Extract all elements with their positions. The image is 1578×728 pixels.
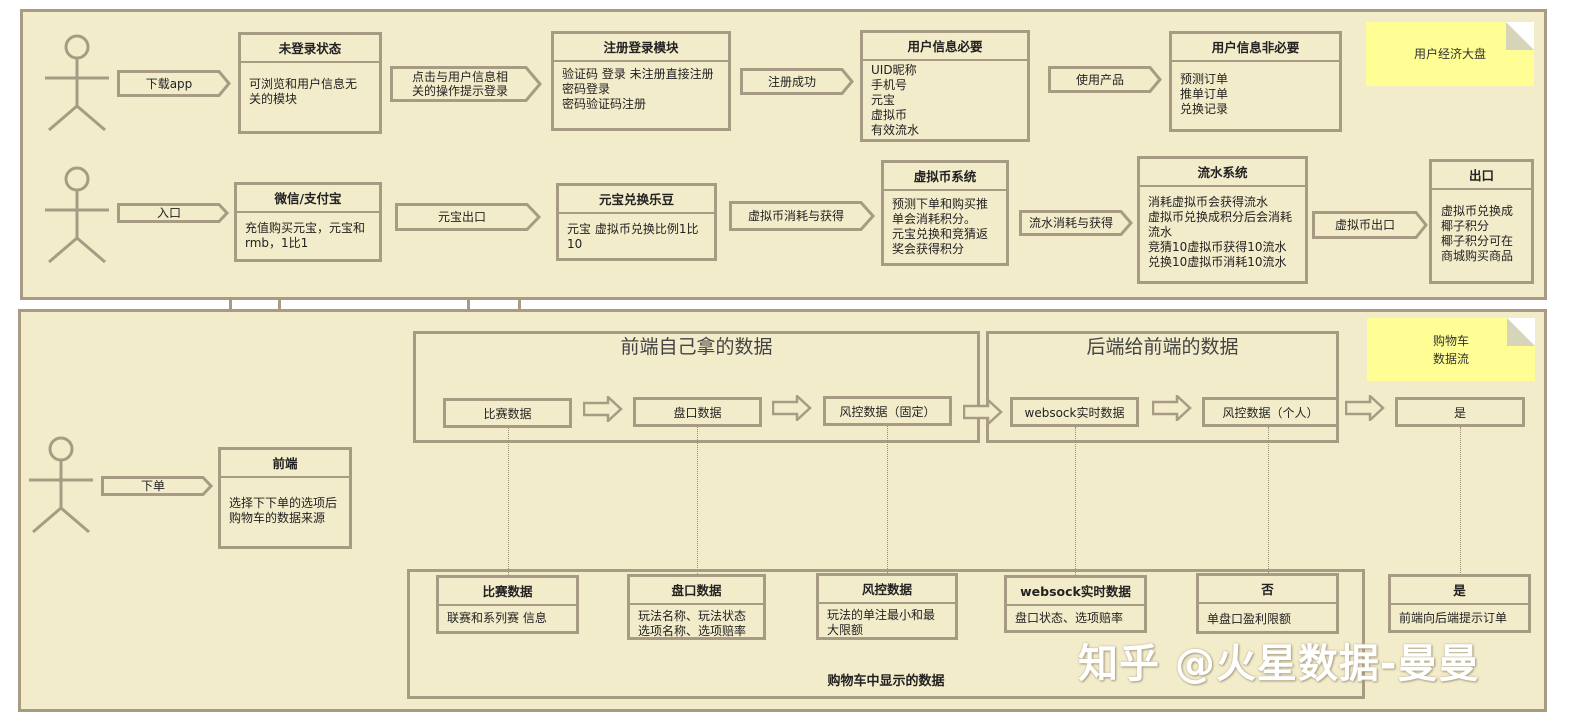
dotted-connector bbox=[1268, 427, 1269, 575]
note-cart-dataflow: 购物车 数据流 bbox=[1367, 318, 1535, 381]
box-exit: 出口 虚拟币兑换成 椰子积分 椰子积分可在 商城购买商品 bbox=[1429, 159, 1534, 284]
arrow-flow-consume: 流水消耗与获得 bbox=[1019, 210, 1133, 236]
cart-box-market-data: 盘口数据 玩法名称、玩法状态 选项名称、选项赔率 bbox=[627, 574, 766, 640]
dotted-connector bbox=[697, 427, 698, 574]
box-title: 未登录状态 bbox=[241, 35, 379, 63]
arrow-click-login-prompt: 点击与用户信息相 关的操作提示登录 bbox=[390, 66, 542, 102]
dotted-connector bbox=[1075, 427, 1076, 575]
cart-box-match-data: 比赛数据 联赛和系列赛 信息 bbox=[436, 575, 579, 634]
box-virtual-currency-system: 虚拟币系统 预测下单和购买推 单会消耗积分。 元宝兑换和竞猜返 奖会获得积分 bbox=[881, 160, 1009, 266]
arrow-entry: 入口 bbox=[117, 203, 230, 223]
box-wechat-alipay: 微信/支付宝 充值购买元宝，元宝和 rmb，1比1 bbox=[234, 182, 382, 262]
hollow-arrow-icon bbox=[1152, 395, 1192, 421]
panel-connector bbox=[229, 299, 281, 311]
arrow-use-product: 使用产品 bbox=[1048, 66, 1162, 93]
hollow-arrow-icon bbox=[1345, 395, 1385, 421]
cart-box-no: 否 单盘口盈利限额 bbox=[1196, 573, 1339, 634]
cart-group-title: 购物车中显示的数据 bbox=[827, 674, 945, 689]
arrow-virtual-consume: 虚拟币消耗与获得 bbox=[729, 201, 876, 231]
note-user-economy: 用户经济大盘 bbox=[1366, 22, 1534, 86]
box-yuanbao-exchange: 元宝兑换乐豆 元宝 虚拟币兑换比例1比 10 bbox=[556, 183, 717, 261]
box-frontend: 前端 选择下下单的选项后 购物车的数据来源 bbox=[218, 447, 352, 549]
box-user-info-optional: 用户信息非必要 预测订单 推单订单 兑换记录 bbox=[1169, 31, 1342, 132]
watermark: 知乎 @火星数据-曼曼 bbox=[1078, 641, 1480, 687]
arrow-place-order: 下单 bbox=[101, 476, 214, 496]
cart-dataflow-panel bbox=[18, 309, 1547, 712]
actor-icon bbox=[29, 436, 93, 534]
box-user-info-required: 用户信息必要 UID昵称 手机号 元宝 虚拟币 有效流水 bbox=[860, 30, 1030, 142]
flow-market-data: 盘口数据 bbox=[633, 397, 762, 427]
arrow-register-success: 注册成功 bbox=[740, 68, 854, 95]
note-fold-icon bbox=[1506, 22, 1534, 50]
flow-websock: websock实时数据 bbox=[1010, 397, 1139, 427]
group-frontend-own-data: 前端自己拿的数据 bbox=[413, 331, 980, 443]
hollow-arrow-icon bbox=[583, 396, 623, 422]
cart-box-websock: websock实时数据 盘口状态、选项赔率 bbox=[1004, 575, 1147, 633]
flow-risk-fixed: 风控数据（固定） bbox=[823, 396, 952, 426]
flow-risk-personal: 风控数据（个人） bbox=[1202, 397, 1339, 427]
group-backend-data: 后端给前端的数据 bbox=[986, 331, 1339, 443]
cart-box-risk-data: 风控数据 玩法的单注最小和最 大限额 bbox=[816, 573, 958, 640]
flow-yes: 是 bbox=[1395, 397, 1525, 427]
group-cart-displayed-data bbox=[407, 569, 1365, 699]
hollow-arrow-icon bbox=[772, 395, 812, 421]
panel-connector bbox=[467, 299, 521, 311]
box-register-login: 注册登录模块 验证码 登录 未注册直接注册 密码登录 密码验证码注册 bbox=[551, 31, 731, 131]
hollow-arrow-icon bbox=[963, 399, 1003, 425]
flow-match-data: 比赛数据 bbox=[443, 398, 572, 428]
actor-icon bbox=[45, 166, 109, 264]
arrow-virtual-out: 虚拟币出口 bbox=[1312, 211, 1428, 239]
note-fold-icon bbox=[1507, 318, 1535, 346]
arrow-download-app: 下载app bbox=[117, 70, 231, 97]
box-yes-order-prompt: 是 前端向后端提示订单 bbox=[1388, 574, 1531, 633]
arrow-yuanbao-out: 元宝出口 bbox=[395, 203, 542, 231]
dotted-connector bbox=[887, 426, 888, 573]
box-flow-system: 流水系统 消耗虚拟币会获得流水 虚拟币兑换成积分后会消耗 流水 竞猜10虚拟币获… bbox=[1137, 156, 1308, 284]
actor-icon bbox=[45, 34, 109, 132]
dotted-connector bbox=[1460, 427, 1461, 575]
box-unlogged-state: 未登录状态 可浏览和用户信息无 关的模块 bbox=[238, 32, 382, 134]
dotted-connector bbox=[508, 428, 509, 575]
